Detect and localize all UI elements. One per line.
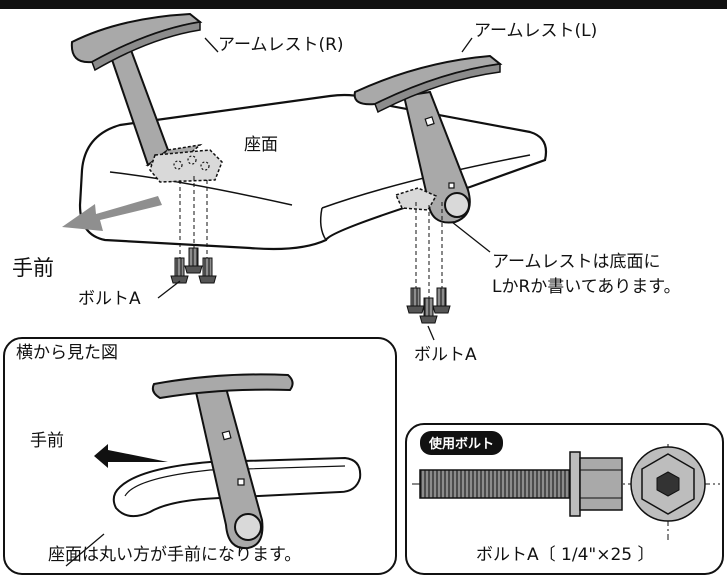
armrest-note-line-1: アームレストは底面に bbox=[492, 252, 661, 272]
leader-bolt-a-right bbox=[427, 325, 435, 341]
leader-armrest-right bbox=[204, 37, 219, 53]
leader-armrest-note bbox=[451, 221, 491, 253]
side-view-title: 横から見た図 bbox=[16, 343, 118, 363]
side-view-panel bbox=[3, 337, 397, 575]
armrest-right bbox=[70, 12, 223, 183]
front-label: 手前 bbox=[12, 256, 54, 280]
armrest-note-line-2: LかRか書いてあります。 bbox=[492, 277, 681, 297]
leader-bolt-a-left bbox=[157, 280, 181, 299]
bolt-detail-panel bbox=[405, 423, 724, 575]
bolt-a-left-label: ボルトA bbox=[78, 289, 141, 309]
top-border-bar bbox=[0, 0, 727, 9]
seat-surface-label: 座面 bbox=[244, 135, 278, 155]
bolt-caption: ボルトA〔 1/4"×25 〕 bbox=[476, 545, 655, 565]
bolts-right bbox=[406, 202, 451, 324]
bolt-a-right-label: ボルトA bbox=[414, 345, 477, 365]
front-direction-arrow bbox=[62, 196, 162, 231]
bolts-left bbox=[170, 176, 217, 284]
armrest-left-label: アームレスト(L) bbox=[474, 21, 598, 41]
armrest-note: アームレストは底面に LかRか書いてあります。 bbox=[492, 250, 681, 300]
side-view-front-label: 手前 bbox=[30, 431, 64, 451]
side-view-note: 座面は丸い方が手前になります。 bbox=[48, 545, 302, 565]
armrest-right-label: アームレスト(R) bbox=[218, 35, 344, 55]
bolt-badge: 使用ボルト bbox=[420, 431, 504, 455]
armrest-left bbox=[353, 54, 503, 224]
leader-armrest-left bbox=[461, 37, 473, 53]
